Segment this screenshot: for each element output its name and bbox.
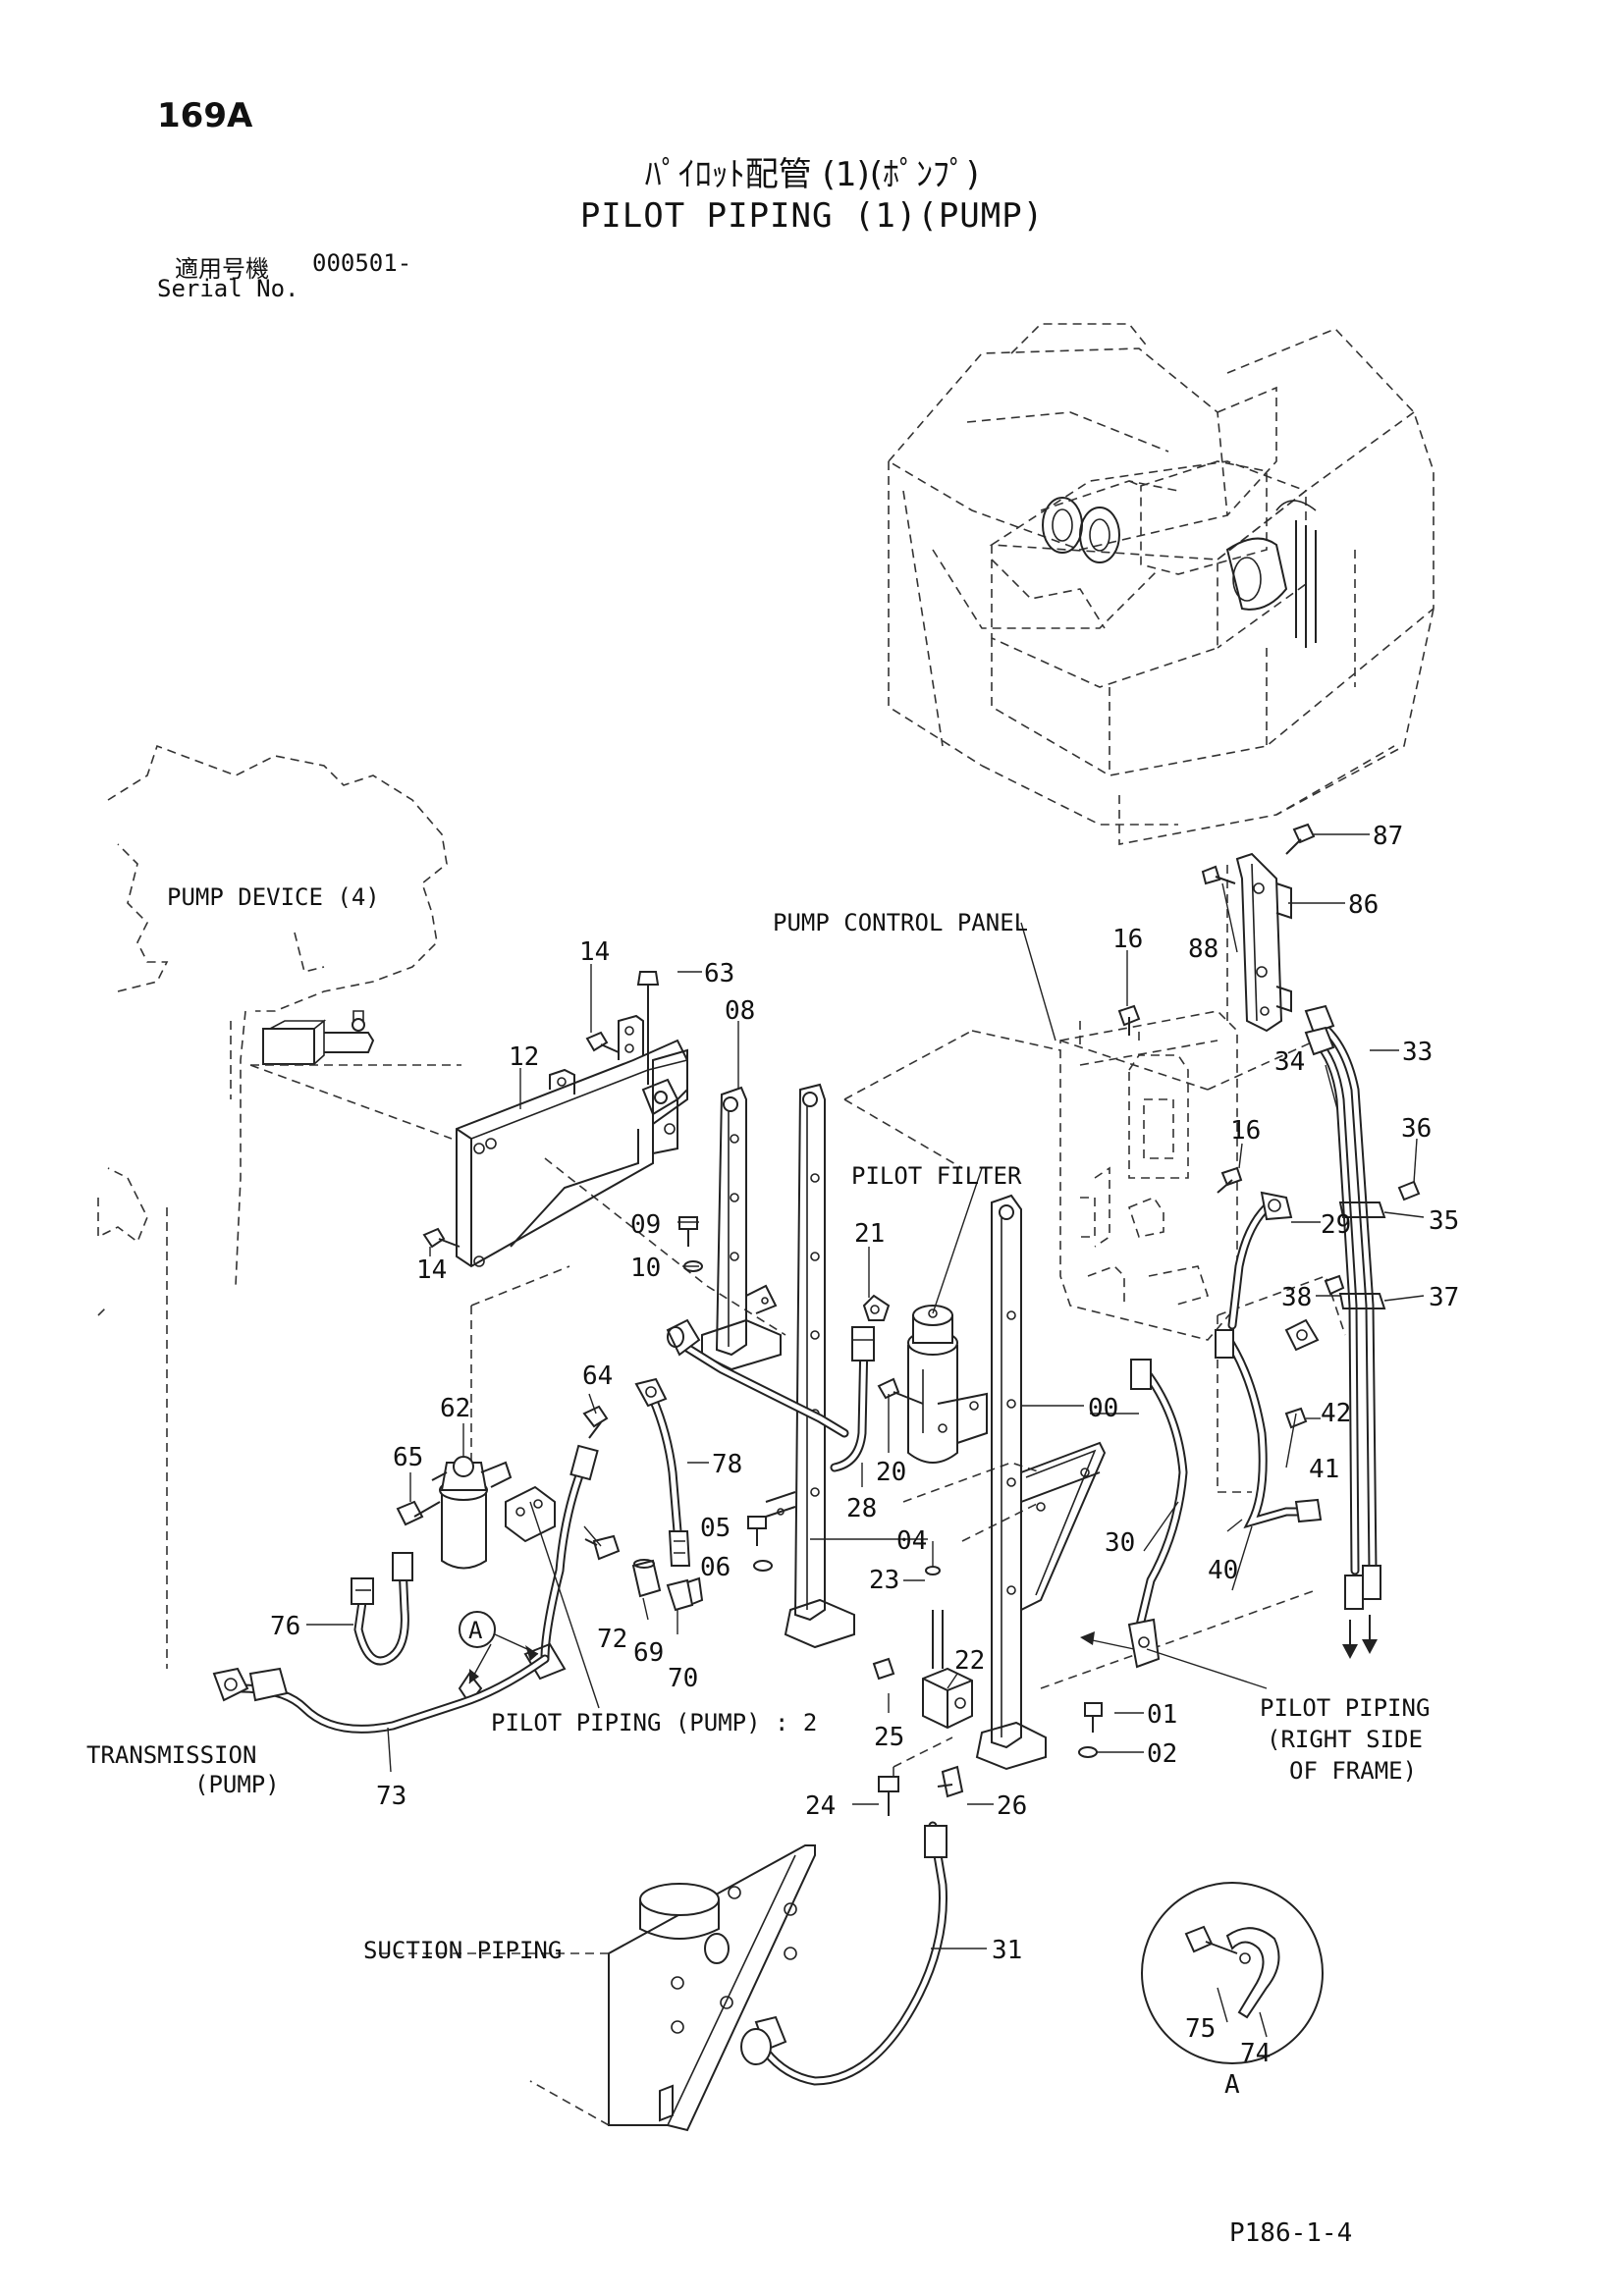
detail-a-callout-letter: A: [468, 1617, 483, 1644]
section-labels: PUMP DEVICE (4) PUMP CONTROL PANEL PILOT…: [86, 883, 1430, 2100]
bracket-00: [975, 1194, 1107, 1771]
part-number-01: 01: [1147, 1700, 1177, 1730]
detail-a-callout: [459, 1611, 539, 1684]
label-pilot-piping-right-2: (RIGHT SIDE: [1267, 1726, 1423, 1753]
part-number-37: 37: [1429, 1283, 1459, 1312]
part-number-21: 21: [854, 1219, 885, 1249]
label-pilot-piping-pump2: PILOT PIPING (PUMP) : 2: [491, 1709, 817, 1736]
hoses-and-pipes: [212, 1004, 1421, 2086]
bracket-08: [678, 1086, 782, 1371]
part-number-callouts: 14 63 08 12 14 09 10 16 16 21 20 28 04 2…: [270, 822, 1459, 2068]
part-number-14-bottom: 14: [416, 1255, 447, 1285]
callout-leader-lines: [306, 833, 1425, 2038]
pump-control-panel: [1059, 1004, 1243, 1341]
part-number-38: 38: [1281, 1283, 1312, 1312]
part-number-35: 35: [1429, 1206, 1459, 1236]
engine-tank-assembly: [887, 323, 1435, 845]
detail-a-view: [1141, 1882, 1324, 2064]
part-number-73: 73: [376, 1782, 406, 1811]
part-number-29: 29: [1321, 1210, 1351, 1240]
title-english: PILOT PIPING (1)(PUMP): [579, 196, 1045, 236]
pilot-filter: [862, 1294, 988, 1464]
flow-arrows: [1080, 1615, 1378, 1659]
bracket-86: [1201, 823, 1316, 1033]
bracket-04: [747, 1083, 855, 1649]
serial-label-english: Serial No.: [157, 275, 299, 302]
part-number-70: 70: [668, 1664, 698, 1693]
part-number-64: 64: [582, 1362, 613, 1391]
part-number-09: 09: [630, 1210, 661, 1240]
part-number-33: 33: [1402, 1038, 1433, 1067]
pump-device-outline: [97, 744, 448, 1316]
part-number-10: 10: [630, 1254, 661, 1283]
suction-tank: [373, 1844, 816, 2132]
part-number-87: 87: [1373, 822, 1403, 851]
drawing-code: P186-1-4: [1229, 2218, 1353, 2248]
part-number-36: 36: [1401, 1114, 1432, 1144]
part-number-23: 23: [869, 1566, 899, 1595]
label-pump-device: PUMP DEVICE (4): [167, 883, 380, 911]
part-number-00: 00: [1088, 1394, 1118, 1423]
part-number-14-top: 14: [579, 937, 610, 967]
part-number-08: 08: [725, 996, 755, 1026]
page-number: 169A: [157, 96, 253, 135]
part-number-86: 86: [1348, 890, 1379, 920]
part-number-40: 40: [1208, 1556, 1238, 1585]
bracket-12: [422, 971, 688, 1268]
part-number-34: 34: [1274, 1047, 1305, 1077]
part-number-65: 65: [393, 1443, 423, 1472]
part-number-69: 69: [633, 1638, 664, 1668]
part-number-02: 02: [1147, 1739, 1177, 1769]
part-number-16-mid: 16: [1230, 1116, 1261, 1146]
label-transmission-pump: (PUMP): [194, 1771, 280, 1798]
part-number-28: 28: [846, 1494, 877, 1523]
part-number-74: 74: [1240, 2039, 1271, 2068]
part-number-25: 25: [874, 1723, 904, 1752]
part-number-76: 76: [270, 1612, 300, 1641]
part-number-05: 05: [700, 1514, 731, 1543]
part-number-12: 12: [509, 1042, 539, 1072]
part-number-30: 30: [1105, 1528, 1135, 1558]
part-number-88: 88: [1188, 934, 1218, 964]
part-number-78: 78: [712, 1450, 742, 1479]
part-number-75: 75: [1185, 2014, 1216, 2044]
part-number-31: 31: [992, 1936, 1022, 1965]
part-number-42: 42: [1321, 1399, 1351, 1428]
title-japanese: ﾊﾟｲﾛｯﾄ配管 (1)(ﾎﾟﾝﾌﾟ): [644, 155, 980, 194]
label-pilot-filter: PILOT FILTER: [851, 1162, 1022, 1190]
label-pilot-piping-right-1: PILOT PIPING: [1260, 1694, 1430, 1722]
part-number-20: 20: [876, 1458, 906, 1487]
detail-a-view-letter: A: [1224, 2070, 1240, 2100]
part-number-63: 63: [704, 959, 734, 988]
dashed-leader-lines: [166, 864, 1346, 1796]
serial-label-japanese: 適用号機: [175, 255, 269, 283]
part-number-24: 24: [805, 1791, 836, 1821]
part-number-04: 04: [896, 1526, 927, 1556]
label-pump-control-panel: PUMP CONTROL PANEL: [773, 909, 1028, 936]
label-transmission: TRANSMISSION: [86, 1741, 256, 1769]
part-number-06: 06: [700, 1553, 731, 1582]
label-pilot-piping-right-3: OF FRAME): [1289, 1757, 1417, 1785]
part-number-62: 62: [440, 1394, 470, 1423]
part-number-22: 22: [954, 1646, 985, 1676]
part-number-72: 72: [597, 1625, 627, 1654]
label-suction-piping: SUCTION PIPING: [363, 1937, 562, 1964]
part-number-41: 41: [1309, 1455, 1339, 1484]
part-number-16-top: 16: [1112, 925, 1143, 954]
serial-number-value: 000501-: [312, 249, 412, 277]
part-number-26: 26: [997, 1791, 1027, 1821]
